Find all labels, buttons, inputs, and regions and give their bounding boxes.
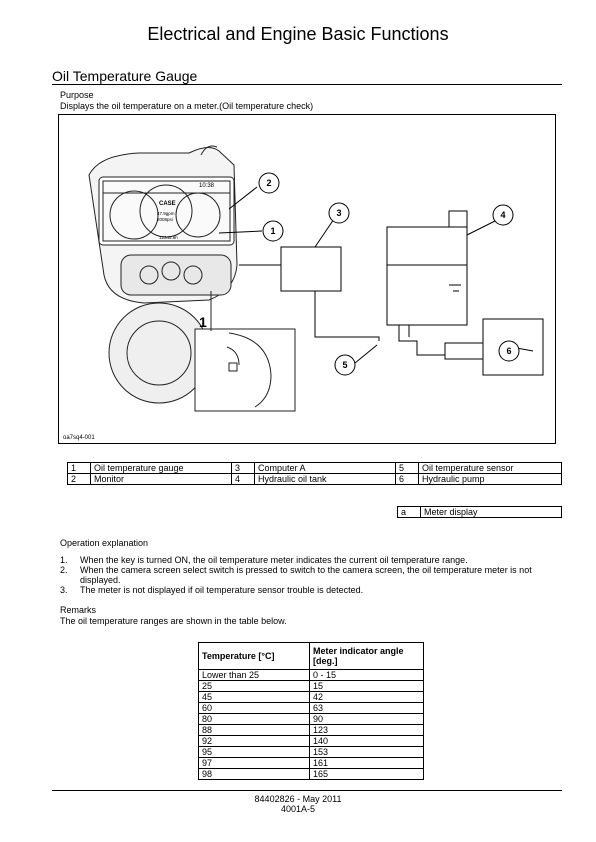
table-header-row: Temperature [°C] Meter indicator angle […	[198, 642, 424, 670]
footer-rule	[52, 790, 562, 791]
purpose-text: Displays the oil temperature on a meter.…	[60, 101, 314, 111]
section-rule	[52, 84, 562, 85]
angle-cell: 0 - 15	[309, 669, 424, 681]
item-text: When the key is turned ON, the oil tempe…	[80, 555, 468, 565]
purpose-heading: Purpose	[60, 90, 94, 100]
callout-label: 4	[500, 210, 505, 220]
legend-num: a	[397, 506, 421, 518]
legend-table: 1 Oil temperature gauge 3 Computer A 5 O…	[67, 462, 562, 485]
temperature-cell: 98	[198, 768, 310, 780]
item-number: 1.	[60, 555, 68, 565]
temperature-cell: 97	[198, 757, 310, 769]
legend-label: Monitor	[90, 473, 232, 485]
monitor-illustration	[88, 145, 238, 404]
list-item: 1. When the key is turned ON, the oil tem…	[60, 555, 562, 565]
angle-cell: 165	[309, 768, 424, 780]
legend-label: Hydraulic oil tank	[254, 473, 396, 485]
leader-lines	[218, 186, 544, 376]
document-number: 84402826 - May 2011	[254, 794, 342, 804]
item-number: 3.	[60, 585, 68, 595]
table-row: 2 Monitor 4 Hydraulic oil tank 6 Hydraul…	[67, 473, 562, 485]
section-title: Oil Temperature Gauge	[52, 68, 198, 84]
display-line2: 2008psi	[157, 217, 173, 222]
callout-label: 5	[342, 360, 347, 370]
angle-cell: 15	[309, 680, 424, 692]
item-text: When the camera screen select switch is …	[80, 565, 532, 585]
display-bottom: 12345.6h	[159, 235, 178, 240]
temperature-cell: 45	[198, 691, 310, 703]
legend-num: 5	[395, 462, 419, 474]
angle-cell: 63	[309, 702, 424, 714]
temperature-cell: 25	[198, 680, 310, 692]
operation-list: 1. When the key is turned ON, the oil tem…	[60, 555, 562, 595]
inset-label: 1	[199, 314, 207, 330]
legend-label: Oil temperature sensor	[418, 462, 562, 474]
column-header: Meter indicator angle [deg.]	[309, 642, 424, 670]
temperature-cell: Lower than 25	[198, 669, 310, 681]
list-item: 2. When the camera screen select switch i…	[60, 565, 562, 585]
legend-num: 6	[395, 473, 419, 485]
temperature-cell: 60	[198, 702, 310, 714]
legend-label: Oil temperature gauge	[90, 462, 232, 474]
callout-markers	[258, 172, 520, 376]
display-brand: CASE	[159, 201, 176, 207]
remarks-heading: Remarks	[60, 605, 97, 615]
legend-label: Hydraulic pump	[418, 473, 562, 485]
table-row: 1 Oil temperature gauge 3 Computer A 5 O…	[67, 462, 562, 474]
temperature-table: Temperature [°C] Meter indicator angle […	[198, 642, 424, 780]
item-number: 2.	[60, 565, 68, 575]
angle-cell: 123	[309, 724, 424, 736]
temperature-cell: 80	[198, 713, 310, 725]
callout-label: 3	[336, 208, 341, 218]
temperature-cell: 92	[198, 735, 310, 747]
angle-cell: 153	[309, 746, 424, 758]
figure-frame: 10:38 CASE 47.9gpm 2008psi 12345.6h 1	[58, 114, 556, 444]
angle-cell: 161	[309, 757, 424, 769]
column-header: Temperature [°C]	[198, 642, 310, 670]
legend-label: Computer A	[254, 462, 396, 474]
figure-diagram: 10:38 CASE 47.9gpm 2008psi 12345.6h 1	[63, 145, 544, 441]
display-clock: 10:38	[199, 183, 215, 189]
angle-cell: 90	[309, 713, 424, 725]
temperature-cell: 95	[198, 746, 310, 758]
legend-num: 2	[67, 473, 91, 485]
inset-detail	[194, 291, 296, 412]
angle-cell: 42	[309, 691, 424, 703]
legend-extra-table: a Meter display	[397, 506, 562, 518]
list-item: 3. The meter is not displayed if oil temp…	[60, 585, 562, 595]
remarks-text: The oil temperature ranges are shown in …	[60, 616, 287, 626]
legend-num: 3	[231, 462, 255, 474]
table-row: a Meter display	[397, 506, 562, 518]
display-line1: 47.9gpm	[157, 211, 175, 216]
operation-heading: Operation explanation	[60, 538, 149, 548]
legend-num: 4	[231, 473, 255, 485]
page-number: 4001A-5	[280, 804, 316, 814]
item-text: The meter is not displayed if oil temper…	[80, 585, 364, 595]
callout-label: 6	[506, 346, 511, 356]
figure-code: oa7sq4-001	[63, 435, 95, 441]
callout-label: 1	[270, 226, 275, 236]
callout-label: 2	[266, 178, 271, 188]
angle-cell: 140	[309, 735, 424, 747]
legend-label: Meter display	[420, 506, 562, 518]
legend-num: 1	[67, 462, 91, 474]
temperature-cell: 88	[198, 724, 310, 736]
document-title: Electrical and Engine Basic Functions	[147, 24, 449, 44]
